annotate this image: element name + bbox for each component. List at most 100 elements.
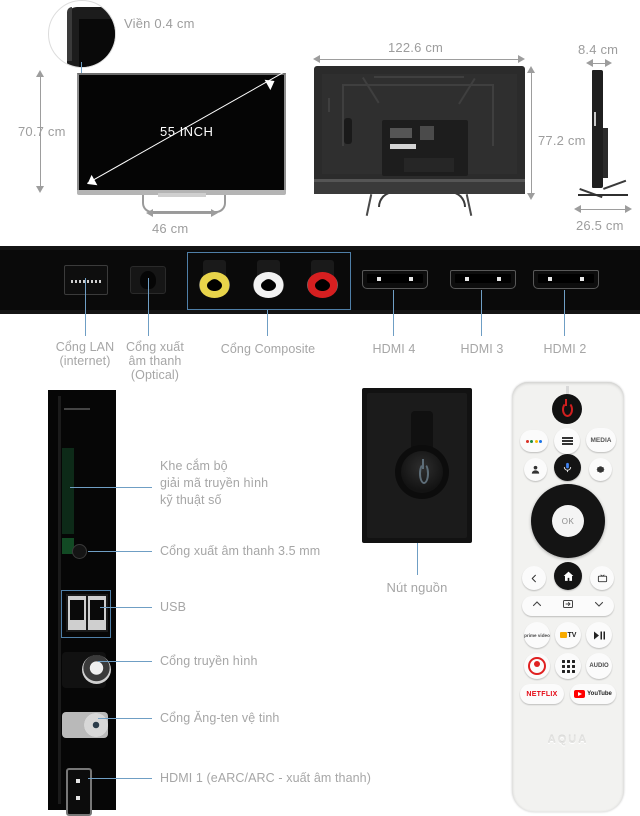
- remote-power-button[interactable]: [552, 394, 582, 424]
- hdmi-pin: [465, 277, 469, 281]
- tv-back-module-panel: [382, 120, 468, 176]
- hdmi1-earc-port: [66, 768, 92, 816]
- bezel-leader-line: [81, 62, 82, 78]
- tv-back-speaker-slot: [328, 98, 330, 112]
- callout-power-button: Nút nguồn: [386, 580, 448, 595]
- callout-usb: USB: [160, 600, 187, 614]
- callout-hdmi3: HDMI 3: [460, 342, 504, 356]
- tv-back-detail-line: [342, 84, 494, 86]
- remote-prime-video-button[interactable]: prime video: [524, 622, 550, 648]
- hdmi-pin: [409, 277, 413, 281]
- front-standwidth-arrow-right: [211, 209, 218, 217]
- ports-strip-bottom-edge: [0, 310, 640, 314]
- remote-media-button[interactable]: MEDIA: [586, 428, 616, 452]
- remote-settings-button[interactable]: [589, 458, 612, 481]
- remote-input-source-button[interactable]: [562, 597, 574, 615]
- remote-volume-up-button[interactable]: [531, 597, 543, 615]
- hdmi1-pin: [76, 796, 80, 800]
- microphone-icon: [563, 462, 572, 473]
- ci-slot-marking: [64, 408, 90, 410]
- hdmi2-leader-line: [564, 290, 565, 336]
- input-source-icon: [562, 600, 573, 608]
- callout-optical-line2: âm thanh: [128, 354, 182, 368]
- callout-hdmi2: HDMI 2: [543, 342, 587, 356]
- tuner-leader-line: [98, 661, 152, 662]
- hdmi-pin: [377, 277, 381, 281]
- hdmi-slot: [455, 274, 511, 283]
- composite-highlight-box: [187, 252, 351, 310]
- remote-color-keys-button[interactable]: [520, 430, 548, 452]
- tv-back-connector-bay: [404, 158, 454, 172]
- tv-back-detail-line: [458, 78, 476, 105]
- remote-record-button[interactable]: [524, 653, 550, 679]
- back-width-line: [320, 59, 518, 60]
- callout-lan-line1: Cổng LAN: [55, 340, 115, 354]
- remote-profile-button[interactable]: [524, 458, 547, 481]
- tv-back-detail-line: [374, 76, 464, 78]
- callout-satellite: Cổng Ăng-ten vệ tinh: [160, 711, 280, 725]
- tv-side-stand-leg: [603, 179, 627, 190]
- remote-google-tv-button[interactable]: TV: [555, 622, 581, 648]
- front-height-arrow-down: [36, 186, 44, 193]
- callout-ci-slot-line3: kỹ thuật số: [160, 493, 222, 507]
- lan-port: [64, 265, 108, 295]
- tv-side-stand-base: [578, 194, 628, 196]
- remote-keypad-button[interactable]: [555, 653, 581, 679]
- ci-slot-leader-line: [70, 487, 152, 488]
- bezel-detail-bubble: [48, 0, 116, 68]
- remote-netflix-button[interactable]: NETFLIX: [520, 684, 564, 704]
- remote-voice-button[interactable]: [554, 454, 581, 481]
- composite-video-jack-yellow: [196, 260, 233, 298]
- side-standdepth-label: 26.5 cm: [576, 218, 624, 233]
- callout-tv-tuner: Cổng truyền hình: [160, 654, 258, 668]
- audio-out-35mm-jack: [72, 544, 87, 559]
- remote-back-button[interactable]: [522, 566, 546, 590]
- google-tv-icon: TV: [559, 632, 576, 639]
- remote-play-pause-button[interactable]: [586, 622, 612, 648]
- callout-optical-line1: Cổng xuất: [126, 340, 184, 354]
- tv-back-inner-surface: [322, 74, 517, 176]
- left-side-panel-photo: [48, 390, 116, 816]
- callout-audio-35mm: Cổng xuất âm thanh 3.5 mm: [160, 544, 321, 558]
- tv-back-stand-arc: [378, 191, 466, 207]
- power-button-leader-line: [417, 543, 418, 575]
- callout-lan-line2: (internet): [59, 354, 111, 368]
- color-dots-icon: [525, 439, 543, 443]
- remote-tv-guide-button[interactable]: [590, 566, 614, 590]
- ir-emitter: [566, 386, 569, 395]
- remote-ok-button[interactable]: OK: [552, 505, 584, 537]
- composite-leader-line: [267, 310, 268, 336]
- hdmi1-pin: [76, 779, 80, 783]
- ports-strip-top-edge: [0, 246, 640, 250]
- composite-audio-jack-red: [304, 260, 341, 298]
- rca-hole: [207, 280, 222, 291]
- record-icon: [528, 657, 546, 675]
- back-height-arrow-up: [527, 66, 535, 73]
- lan-leader-line: [85, 278, 86, 336]
- hdmi-pin: [580, 277, 584, 281]
- back-height-arrow-down: [527, 193, 535, 200]
- remote-menu-button[interactable]: [554, 428, 580, 454]
- tv-front-stand: [142, 195, 226, 213]
- tv-box-icon: [597, 574, 607, 582]
- remote-audio-button[interactable]: AUDIO: [586, 653, 612, 679]
- tv-back-stand: [350, 191, 490, 216]
- remote-volume-down-button[interactable]: [593, 597, 605, 615]
- tv-front-neck-top: [158, 193, 206, 197]
- hdmi-slot: [538, 274, 594, 283]
- side-panel-seam: [58, 396, 61, 804]
- remote-dpad[interactable]: OK: [531, 484, 605, 558]
- remote-youtube-button[interactable]: YouTube: [570, 684, 616, 704]
- coax-connector-ring: [82, 655, 111, 684]
- hdmi3-port: [450, 270, 516, 289]
- composite-audio-jack-white: [250, 260, 287, 298]
- tv-back-detail-line: [342, 84, 344, 146]
- tv-back-label-sticker: [390, 144, 416, 149]
- back-width-arrow-left: [313, 55, 320, 63]
- tv-back-stand-leg: [365, 194, 373, 216]
- usb-highlight-box: [61, 590, 111, 638]
- remote-home-button[interactable]: [554, 562, 582, 590]
- tv-tuner-coax-port: [62, 652, 111, 688]
- bezel-dimension-label: Viền 0.4 cm: [124, 16, 195, 31]
- play-pause-icon: [593, 631, 605, 639]
